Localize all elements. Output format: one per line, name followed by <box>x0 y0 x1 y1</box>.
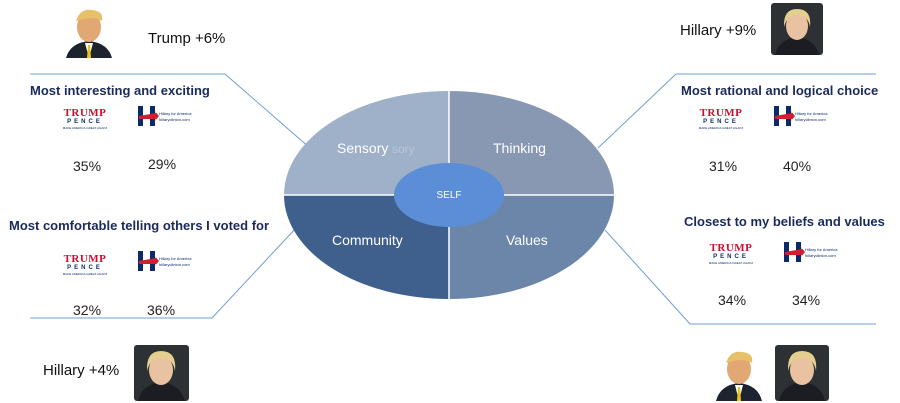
pct-rational-hillary: 40% <box>783 158 812 174</box>
heading-interesting: Most interesting and exciting <box>30 83 210 98</box>
hillary-portrait-icon-bottom-right <box>775 345 829 401</box>
pct-comfortable-hillary: 36% <box>147 302 176 318</box>
trump-pence-logo-icon: TRUMP PENCE MAKE AMERICA GREAT AGAIN! <box>55 254 115 280</box>
callout-hillary-plus-top: Hillary +9% <box>680 22 757 39</box>
label-community: Community <box>332 232 403 248</box>
trump-pence-logo-icon: TRUMP PENCE MAKE AMERICA GREAT AGAIN! <box>701 243 761 269</box>
pct-interesting-hillary: 29% <box>148 156 177 172</box>
self-ellipse <box>394 163 504 227</box>
heading-beliefs: Closest to my beliefs and values <box>684 214 885 229</box>
hillary-portrait-icon <box>771 3 823 55</box>
hillary-h-logo-icon: Hillary for America hillaryclinton.com <box>783 240 841 264</box>
hillary-portrait-icon-bottom-left <box>134 345 189 401</box>
pct-beliefs-hillary: 34% <box>792 292 821 308</box>
connector-top-right <box>597 73 876 149</box>
label-sensory: Sensory <box>337 140 388 156</box>
pct-interesting-trump: 35% <box>73 158 102 174</box>
trump-portrait-icon <box>60 3 118 58</box>
heading-comfortable: Most comfortable telling others I voted … <box>9 218 270 233</box>
trump-portrait-icon-bottom-right <box>711 345 767 401</box>
pct-rational-trump: 31% <box>709 158 738 174</box>
hillary-h-logo-icon: Hillary for America hillaryclinton.com <box>137 249 195 273</box>
pct-beliefs-trump: 34% <box>718 292 747 308</box>
callout-hillary-plus-bottom: Hillary +4% <box>43 362 120 379</box>
hillary-h-logo-icon: Hillary for America hillaryclinton.com <box>773 104 831 128</box>
label-thinking: Thinking <box>493 140 546 156</box>
label-values: Values <box>506 232 548 248</box>
self-quadrant-diagram: Sensory sory Thinking Community Values S… <box>284 91 614 299</box>
label-self: SELF <box>436 190 461 201</box>
heading-rational: Most rational and logical choice <box>681 83 879 98</box>
hillary-h-logo-icon: Hillary for America hillaryclinton.com <box>137 104 195 128</box>
callout-trump-plus: Trump +6% <box>148 30 226 47</box>
trump-pence-logo-icon: TRUMP PENCE MAKE AMERICA GREAT AGAIN! <box>55 108 115 134</box>
label-sensory-ghost: sory <box>392 142 415 156</box>
trump-pence-logo-icon: TRUMP PENCE MAKE AMERICA GREAT AGAIN! <box>691 108 751 134</box>
connector-bottom-right <box>604 229 876 325</box>
connector-bottom-left <box>30 227 297 319</box>
connector-top-left <box>30 73 319 156</box>
pct-comfortable-trump: 32% <box>73 302 102 318</box>
